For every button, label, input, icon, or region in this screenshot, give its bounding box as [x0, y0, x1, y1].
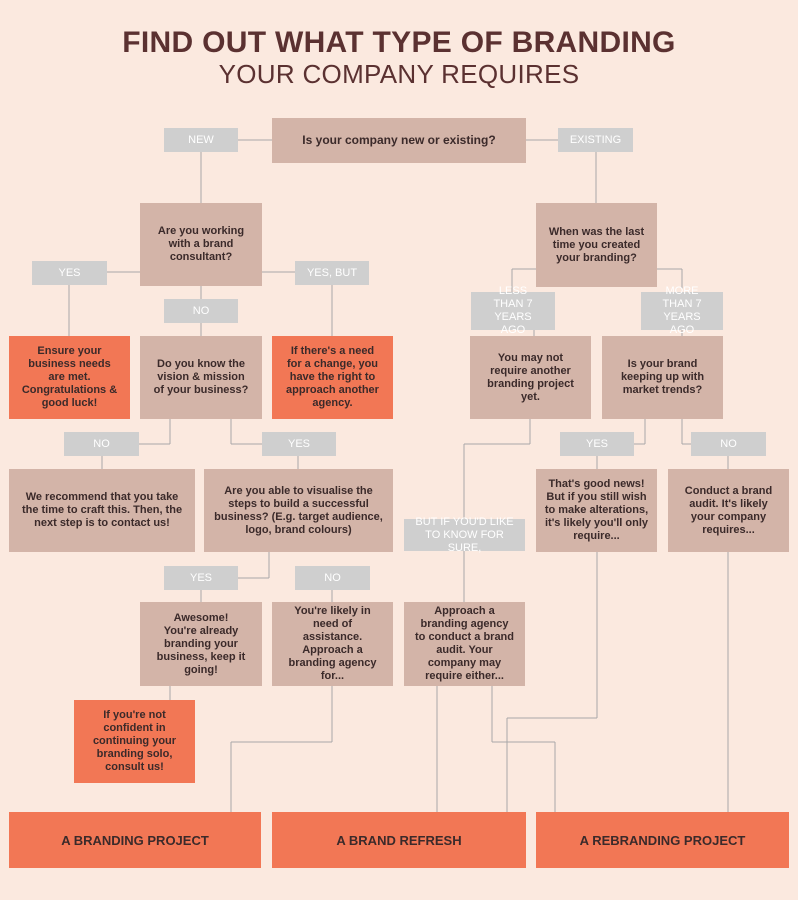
- label-no-trends: NO: [691, 432, 766, 456]
- title-line-2: YOUR COMPANY REQUIRES: [218, 59, 580, 89]
- answer-approach-another-agency: If there's a need for a change, you have…: [272, 336, 393, 419]
- outcome-brand-refresh: A BRAND REFRESH: [272, 812, 526, 868]
- label-no-consultant: NO: [164, 299, 238, 323]
- answer-good-news: That's good news! But if you still wish …: [536, 469, 657, 552]
- answer-approach-agency-audit: Approach a branding agency to conduct a …: [404, 602, 525, 686]
- label-yes-visualise: YES: [164, 566, 238, 590]
- answer-not-confident: If you're not confident in continuing yo…: [74, 700, 195, 783]
- question-visualise-steps: Are you able to visualise the steps to b…: [204, 469, 393, 552]
- question-keeping-up: Is your brand keeping up with market tre…: [602, 336, 723, 419]
- label-no-visualise: NO: [295, 566, 370, 590]
- outcome-rebranding-project: A REBRANDING PROJECT: [536, 812, 789, 868]
- label-yes-trends: YES: [560, 432, 634, 456]
- question-brand-consultant: Are you working with a brand consultant?: [140, 203, 262, 286]
- question-new-or-existing: Is your company new or existing?: [272, 118, 526, 163]
- label-new: NEW: [164, 128, 238, 152]
- answer-craft-vision: We recommend that you take the time to c…: [9, 469, 195, 552]
- label-yes-consultant: YES: [32, 261, 107, 285]
- answer-not-require: You may not require another branding pro…: [470, 336, 591, 419]
- answer-business-needs: Ensure your business needs are met. Cong…: [9, 336, 130, 419]
- label-existing: EXISTING: [558, 128, 633, 152]
- label-but-if-know-for-sure: BUT IF YOU'D LIKE TO KNOW FOR SURE,: [404, 516, 525, 554]
- answer-need-assistance: You're likely in need of assistance. App…: [272, 602, 393, 686]
- label-less-than-7-years: LESS THAN 7 YEARS AGO: [471, 285, 555, 336]
- label-no-vision: NO: [64, 432, 139, 456]
- outcome-branding-project: A BRANDING PROJECT: [9, 812, 261, 868]
- label-more-than-7-years: MORE THAN 7 YEARS AGO: [641, 285, 723, 336]
- answer-brand-audit: Conduct a brand audit. It's likely your …: [668, 469, 789, 552]
- title-line-1: FIND OUT WHAT TYPE OF BRANDING: [122, 26, 676, 59]
- label-yes-but: YES, BUT: [295, 261, 369, 285]
- label-yes-vision: YES: [262, 432, 336, 456]
- question-vision-mission: Do you know the vision & mission of your…: [140, 336, 262, 419]
- answer-awesome: Awesome! You're already branding your bu…: [140, 602, 262, 686]
- question-last-branding: When was the last time you created your …: [536, 203, 657, 287]
